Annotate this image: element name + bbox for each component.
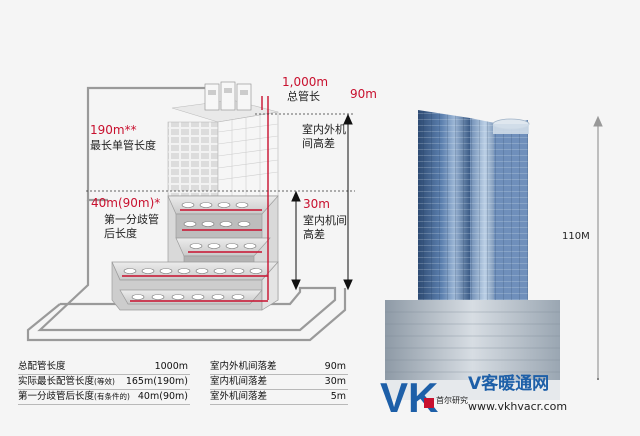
upper-block bbox=[167, 99, 279, 197]
table-row: 室外机间落差 5m bbox=[210, 390, 348, 405]
spec-value: 5m bbox=[330, 391, 346, 402]
spec-value: 1000m bbox=[154, 361, 188, 372]
watermark-brand: V客暖通网 bbox=[468, 374, 550, 394]
spec-note: (有条件的) bbox=[94, 392, 130, 401]
table-row: 室内机间落差 30m bbox=[210, 375, 348, 390]
table-row: 实际最长配管长度(等效) 165m(190m) bbox=[18, 375, 190, 390]
watermark-url: www.vkhvacr.com bbox=[468, 400, 568, 413]
spec-label: 室内机间落差 bbox=[210, 376, 268, 387]
first-branch-label-2: 后长度 bbox=[104, 227, 137, 240]
tower-photo bbox=[385, 110, 560, 400]
indoor-diff-label-2: 高差 bbox=[303, 228, 325, 241]
spec-value: 165m(190m) bbox=[125, 376, 188, 387]
outdoor-indoor-diff-label-2: 间高差 bbox=[302, 137, 335, 150]
pipe-routing bbox=[26, 86, 347, 342]
longest-single-value: 190m** bbox=[90, 123, 137, 137]
first-branch-label-1: 第一分歧管 bbox=[104, 213, 159, 226]
spec-label: 第一分歧管后长度 bbox=[18, 391, 95, 402]
spec-value: 40m(90m) bbox=[137, 391, 188, 402]
indoor-unit-icons bbox=[123, 202, 263, 300]
spec-label: 室外机间落差 bbox=[210, 391, 268, 402]
indoor-diff-label-1: 室内机间 bbox=[303, 214, 347, 227]
table-row: 第一分歧管后长度(有条件的) 40m(90m) bbox=[18, 390, 190, 405]
refrigerant-pipes bbox=[122, 96, 269, 302]
outdoor-indoor-diff-value: 90m bbox=[350, 87, 377, 101]
total-pipe-label: 总管长 bbox=[287, 90, 320, 103]
spec-label: 室内外机间落差 bbox=[210, 361, 277, 372]
spec-note: (等效) bbox=[94, 377, 115, 386]
spec-label: 实际最长配管长度 bbox=[18, 376, 95, 387]
indoor-diff-value: 30m bbox=[303, 197, 330, 211]
total-pipe-value: 1,000m bbox=[282, 75, 329, 89]
tower-height-label: 110M bbox=[562, 231, 590, 242]
spec-value: 90m bbox=[324, 361, 346, 372]
reference-lines bbox=[86, 113, 355, 192]
spec-table-right: 室内外机间落差 90m 室内机间落差 30m 室外机间落差 5m bbox=[210, 360, 348, 405]
outdoor-indoor-diff-label-1: 室内外机 bbox=[302, 123, 346, 136]
spec-table-left: 总配管长度 1000m 实际最长配管长度(等效) 165m(190m) 第一分歧… bbox=[18, 360, 190, 405]
first-branch-value: 40m(90m)* bbox=[91, 196, 161, 210]
longest-single-label: 最长单管长度 bbox=[90, 139, 156, 152]
table-row: 室内外机间落差 90m bbox=[210, 360, 348, 375]
watermark-caption: 首尔研究 bbox=[436, 396, 468, 405]
spec-label: 总配管长度 bbox=[18, 361, 66, 372]
table-row: 总配管长度 1000m bbox=[18, 360, 190, 375]
outdoor-unit-icon bbox=[204, 81, 252, 111]
svg-text:VK: VK bbox=[380, 374, 438, 421]
vk-logo-icon: VK bbox=[380, 374, 438, 421]
spec-value: 30m bbox=[324, 376, 346, 387]
